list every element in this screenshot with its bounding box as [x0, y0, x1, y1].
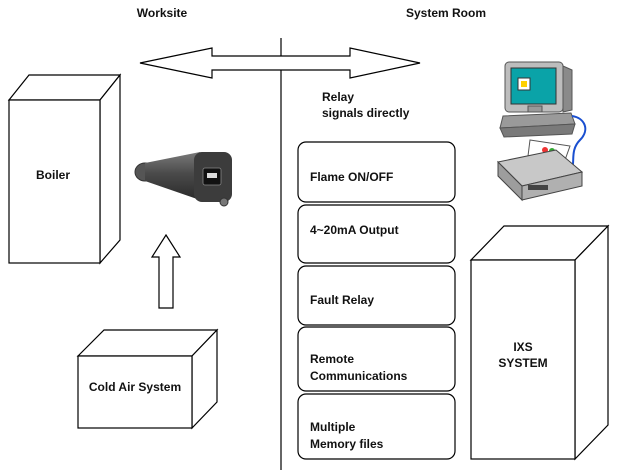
feature-label: 4~20mA Output — [310, 223, 399, 237]
boiler-box — [7, 73, 122, 265]
worksite-header: Worksite — [137, 6, 188, 20]
feature-label-line2: Memory files — [310, 437, 384, 451]
cable-line — [571, 115, 587, 169]
feature-box-remote: Remote Communications — [297, 326, 456, 392]
ixs-system-box — [469, 224, 610, 461]
boiler-label: Boiler — [36, 168, 70, 182]
feature-box-flame: Flame ON/OFF — [297, 141, 456, 203]
system-room-header: System Room — [406, 6, 486, 20]
up-arrow — [150, 233, 182, 309]
printer-icon — [496, 139, 584, 202]
relay-note-line1: Relay — [322, 90, 354, 104]
feature-label-line2: Communications — [310, 369, 408, 383]
cold-air-label: Cold Air System — [89, 380, 181, 394]
ixs-label-line1: IXS — [513, 340, 532, 354]
relay-note-line2: signals directly — [322, 106, 410, 120]
cold-air-system-box — [76, 328, 219, 430]
bidirectional-arrow — [139, 47, 421, 79]
feature-box-output: 4~20mA Output — [297, 204, 456, 264]
flame-sensor-icon — [134, 152, 232, 207]
feature-label-line1: Remote — [310, 352, 354, 366]
feature-label: Fault Relay — [310, 293, 374, 307]
feature-box-memory: Multiple Memory files — [297, 393, 456, 460]
ixs-label-line2: SYSTEM — [498, 356, 547, 370]
feature-box-fault-relay: Fault Relay — [297, 265, 456, 326]
feature-label: Flame ON/OFF — [310, 170, 393, 184]
feature-label-line1: Multiple — [310, 420, 356, 434]
computer-icon — [499, 61, 576, 138]
